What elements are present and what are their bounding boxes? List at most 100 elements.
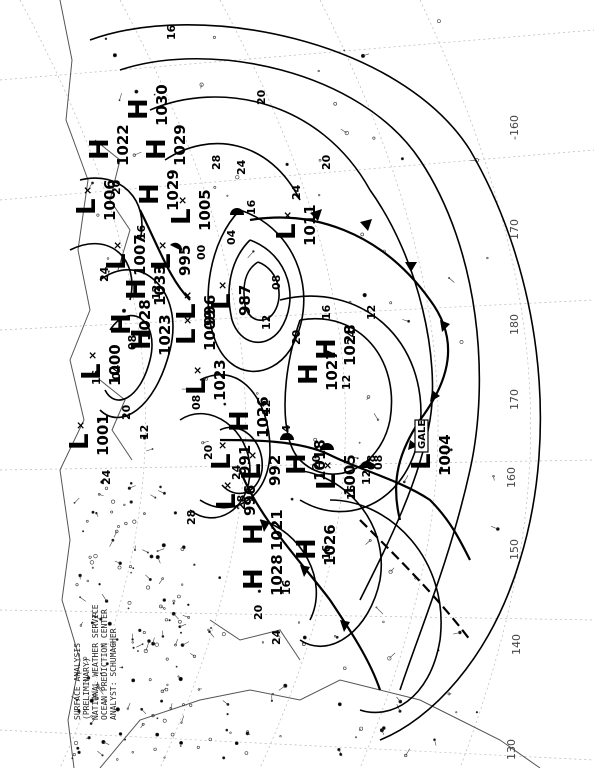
- wind-barb: [222, 700, 229, 705]
- station-dot: [271, 692, 274, 696]
- wind-barb: [396, 704, 401, 712]
- isobar-value: 20: [120, 404, 133, 420]
- station-dot: [136, 650, 139, 653]
- station-dot: [333, 634, 337, 638]
- wind-barb: [113, 531, 117, 538]
- station-dot: [297, 621, 301, 624]
- wind-barb: [278, 685, 286, 691]
- station-dot: [96, 683, 100, 687]
- station-dot: [126, 707, 129, 710]
- wind-barb: [98, 687, 104, 695]
- station-dot: [229, 731, 232, 734]
- wind-barb: [84, 677, 89, 683]
- station-dot: [156, 717, 159, 720]
- station-dot: [97, 686, 100, 690]
- station-dot: [172, 599, 176, 603]
- isobar-value: 20: [255, 89, 268, 105]
- isobar-value: 24: [100, 469, 113, 485]
- station-dot: [92, 612, 96, 617]
- station-dot: [207, 628, 210, 632]
- wind-barb: [365, 540, 371, 545]
- header-line: (PRELIMINARY): [82, 657, 91, 720]
- station-dot: [210, 626, 213, 630]
- high-pressure-value: 1018: [311, 439, 329, 481]
- isobar-value: 12: [138, 425, 151, 440]
- wind-barb: [71, 695, 78, 701]
- station-dot: [88, 555, 92, 559]
- station-dot: [86, 519, 89, 523]
- low-letter: L: [207, 453, 237, 470]
- header-line: SURFACE ANALYSIS: [73, 643, 82, 720]
- station-dot: [179, 745, 182, 747]
- low-pressure-value: 1005: [196, 189, 214, 231]
- station-dot: [149, 554, 154, 559]
- station-dot: [212, 35, 216, 39]
- high-pressure-value: 1027: [323, 349, 341, 391]
- low-letter: L: [212, 493, 242, 510]
- lon-label: 150: [508, 539, 521, 560]
- station-dot: [92, 693, 97, 697]
- low-center-marker: ×: [156, 241, 169, 250]
- wind-barb: [390, 567, 395, 572]
- isobar-value: 04: [225, 229, 238, 245]
- wind-barb: [136, 643, 143, 648]
- isobar-value: 16: [135, 224, 148, 240]
- station-dot: [151, 713, 155, 718]
- low-center-marker: ×: [181, 316, 194, 325]
- station-dot: [159, 604, 163, 609]
- station-dot: [389, 301, 393, 305]
- station-dot: [155, 732, 160, 737]
- station-dot: [279, 735, 282, 738]
- station-dot: [344, 130, 349, 136]
- wind-barb: [91, 697, 98, 699]
- station-dot: [360, 232, 365, 237]
- low-pressure-value: 1007: [131, 234, 149, 276]
- station-dot: [104, 700, 107, 703]
- station-dot: [124, 738, 127, 741]
- high-pressure-value: 1028: [268, 554, 286, 596]
- isobar-value: 08: [126, 335, 139, 350]
- lon-label: 170: [508, 219, 521, 240]
- isobar-value: 08: [372, 455, 385, 470]
- wind-barb: [141, 709, 147, 715]
- station-dot: [343, 49, 346, 52]
- station-dot: [256, 392, 259, 395]
- low-letter: L: [207, 293, 237, 310]
- wind-barb: [182, 615, 189, 618]
- station-dot: [192, 654, 197, 658]
- station-dot: [187, 616, 191, 619]
- station-dot: [100, 672, 103, 675]
- station-dot: [366, 395, 371, 399]
- low-center-marker: ×: [81, 186, 94, 195]
- station-dot: [318, 194, 321, 197]
- station-dot: [164, 618, 168, 622]
- isobar-value: 12: [260, 315, 273, 330]
- wind-barb: [157, 548, 165, 552]
- station-dot: [83, 656, 87, 661]
- wind-barb: [157, 490, 165, 494]
- wind-barb: [145, 645, 149, 652]
- wind-barb: [358, 728, 362, 731]
- station-dot: [101, 644, 104, 647]
- station-dot: [178, 676, 183, 682]
- station-dot: [106, 257, 110, 260]
- wind-barb: [402, 319, 409, 322]
- low-letter: L: [147, 253, 177, 270]
- station-dot: [387, 656, 392, 661]
- station-dot: [313, 437, 318, 442]
- station-dot: [180, 631, 183, 634]
- wind-barb: [404, 475, 409, 483]
- wind-barb: [209, 631, 215, 638]
- wind-barb: [157, 556, 161, 564]
- station-dot: [375, 606, 378, 609]
